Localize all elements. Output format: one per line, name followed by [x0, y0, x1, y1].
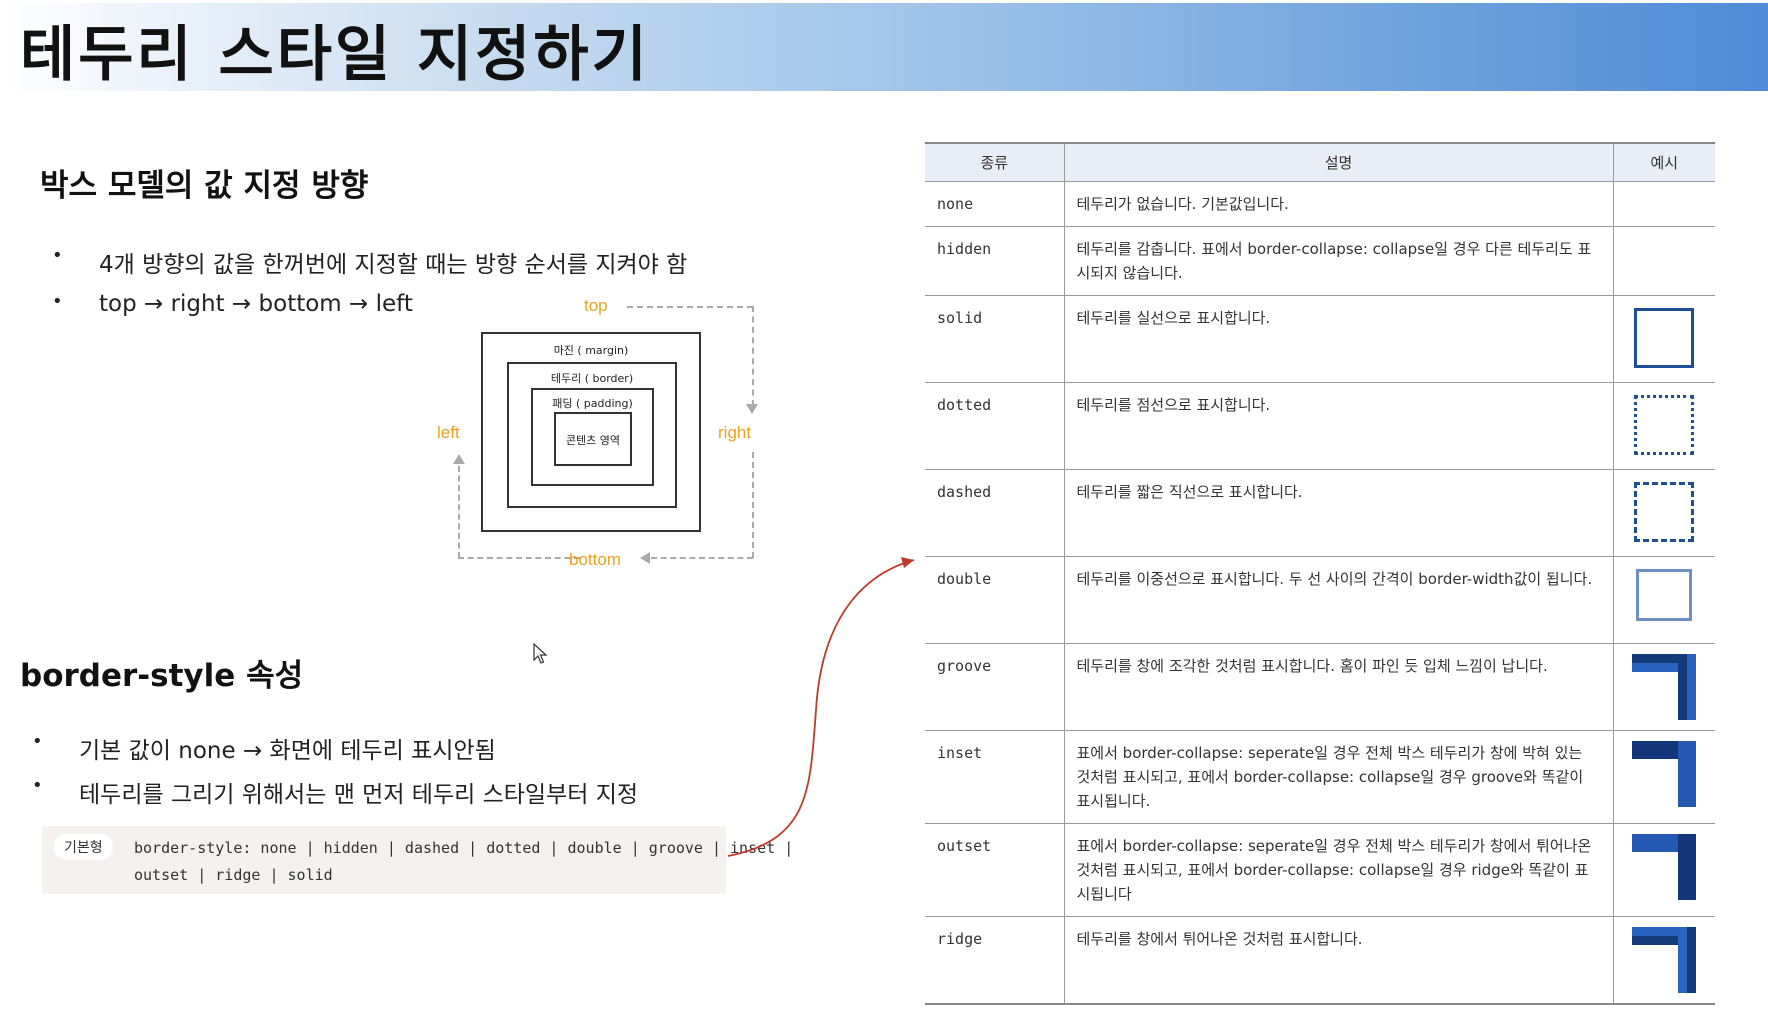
- syntax-line: outset | ridge | solid: [134, 866, 333, 884]
- cell-description: 표에서 border-collapse: seperate일 경우 전체 박스 …: [1063, 823, 1614, 917]
- bullet-text: 4개 방향의 값을 한꺼번에 지정할 때는 방향 순서를 지켜야 함: [99, 252, 688, 278]
- margin-label: 마진 ( margin): [553, 344, 629, 357]
- diagram-dash-line: [458, 557, 580, 559]
- outset-border-example-icon: [1632, 834, 1697, 900]
- cell-example: [1612, 730, 1715, 824]
- cell-example: [1612, 295, 1715, 383]
- table-row: solid 테두리를 실선으로 표시합니다.: [925, 295, 1715, 383]
- table-row: ridge 테두리를 창에서 튀어나온 것처럼 표시합니다.: [925, 916, 1715, 1005]
- content-box: 콘텐츠 영역: [554, 412, 632, 466]
- cell-example: [1612, 916, 1715, 1005]
- cell-example: [1612, 181, 1715, 227]
- border-style-table: 종류 설명 예시 none 테두리가 없습니다. 기본값입니다. hidden …: [925, 142, 1715, 1005]
- cell-kind: ridge: [925, 916, 1065, 1005]
- section-heading-border-style: border-style 속성: [20, 658, 304, 694]
- cell-description: 테두리를 창에서 튀어나온 것처럼 표시합니다.: [1063, 916, 1614, 1005]
- table-row: hidden 테두리를 감춥니다. 표에서 border-collapse: c…: [925, 226, 1715, 296]
- cell-kind: none: [925, 181, 1065, 227]
- cell-kind: dashed: [925, 469, 1065, 557]
- diagram-dash-line: [651, 557, 753, 559]
- dashed-border-example-icon: [1634, 482, 1695, 542]
- bullet-dot-icon: •: [52, 291, 63, 312]
- direction-label-left: left: [437, 423, 460, 442]
- cell-kind: groove: [925, 643, 1065, 731]
- solid-border-example-icon: [1634, 308, 1695, 368]
- table-row: inset 표에서 border-collapse: seperate일 경우 …: [925, 730, 1715, 824]
- arrow-down-icon: [746, 404, 758, 414]
- diagram-dash-line: [627, 306, 753, 308]
- cell-example: [1612, 556, 1715, 644]
- cell-kind: inset: [925, 730, 1065, 824]
- cell-description: 표에서 border-collapse: seperate일 경우 전체 박스 …: [1063, 730, 1614, 824]
- cell-kind: solid: [925, 295, 1065, 383]
- cell-kind: hidden: [925, 226, 1065, 296]
- direction-label-right: right: [718, 423, 752, 442]
- bullet-text: 기본 값이 none → 화면에 테두리 표시안됨: [79, 738, 496, 764]
- ridge-border-example-icon: [1632, 927, 1697, 993]
- cell-description: 테두리를 짧은 직선으로 표시합니다.: [1063, 469, 1614, 557]
- inset-border-example-icon: [1632, 741, 1697, 807]
- cell-example: [1612, 643, 1715, 731]
- cell-example: [1612, 226, 1715, 296]
- cell-example: [1612, 823, 1715, 917]
- page-title: 테두리 스타일 지정하기: [20, 20, 650, 90]
- cell-description: 테두리를 이중선으로 표시합니다. 두 선 사이의 간격이 border-wid…: [1063, 556, 1614, 644]
- table-row: outset 표에서 border-collapse: seperate일 경우…: [925, 823, 1715, 917]
- table-row: dashed 테두리를 짧은 직선으로 표시합니다.: [925, 469, 1715, 557]
- cell-description: 테두리를 감춥니다. 표에서 border-collapse: collapse…: [1063, 226, 1614, 296]
- mouse-cursor-icon: [533, 643, 548, 664]
- cell-description: 테두리가 없습니다. 기본값입니다.: [1063, 181, 1614, 227]
- diagram-dash-line: [752, 306, 754, 406]
- column-header-example: 예시: [1612, 142, 1715, 182]
- table-row: groove 테두리를 창에 조각한 것처럼 표시합니다. 홈이 파인 듯 입체…: [925, 643, 1715, 731]
- column-header-description: 설명: [1063, 142, 1614, 182]
- diagram-dash-line: [752, 452, 754, 558]
- column-header-kind: 종류: [925, 142, 1065, 182]
- table-row: double 테두리를 이중선으로 표시합니다. 두 선 사이의 간격이 bor…: [925, 556, 1715, 644]
- syntax-box: 기본형 border-style: none | hidden | dashed…: [42, 826, 793, 894]
- cell-kind: dotted: [925, 382, 1065, 470]
- dotted-border-example-icon: [1634, 395, 1695, 455]
- cell-example: [1612, 382, 1715, 470]
- arrow-up-icon: [453, 454, 465, 464]
- section-heading-box-model: 박스 모델의 값 지정 방향: [40, 168, 369, 204]
- bullet-dot-icon: •: [52, 245, 63, 266]
- padding-label: 패딩 ( padding): [552, 397, 633, 410]
- cell-description: 테두리를 점선으로 표시합니다.: [1063, 382, 1614, 470]
- syntax-tag: 기본형: [54, 834, 113, 860]
- bullet-text: top → right → bottom → left: [99, 291, 413, 317]
- direction-label-bottom: bottom: [569, 550, 621, 569]
- arrow-left-icon: [640, 552, 650, 564]
- bullet-dot-icon: •: [32, 775, 43, 796]
- diagram-dash-line: [458, 466, 460, 558]
- cell-kind: double: [925, 556, 1065, 644]
- title-bar: [0, 3, 1768, 91]
- bullet-text: 테두리를 그리기 위해서는 맨 먼저 테두리 스타일부터 지정: [79, 782, 639, 808]
- table-header-row: 종류 설명 예시: [925, 142, 1715, 182]
- double-border-example-icon: [1636, 569, 1693, 621]
- bullet-dot-icon: •: [32, 731, 43, 752]
- direction-label-top: top: [584, 296, 608, 315]
- syntax-line: border-style: none | hidden | dashed | d…: [134, 839, 794, 857]
- border-label: 테두리 ( border): [550, 372, 634, 385]
- connector-arrow-icon: [727, 557, 915, 857]
- table-row: none 테두리가 없습니다. 기본값입니다.: [925, 181, 1715, 227]
- cell-kind: outset: [925, 823, 1065, 917]
- groove-border-example-icon: [1632, 654, 1697, 720]
- cell-description: 테두리를 실선으로 표시합니다.: [1063, 295, 1614, 383]
- content-label: 콘텐츠 영역: [565, 434, 621, 447]
- cell-example: [1612, 469, 1715, 557]
- table-row: dotted 테두리를 점선으로 표시합니다.: [925, 382, 1715, 470]
- cell-description: 테두리를 창에 조각한 것처럼 표시합니다. 홈이 파인 듯 입체 느낌이 납니…: [1063, 643, 1614, 731]
